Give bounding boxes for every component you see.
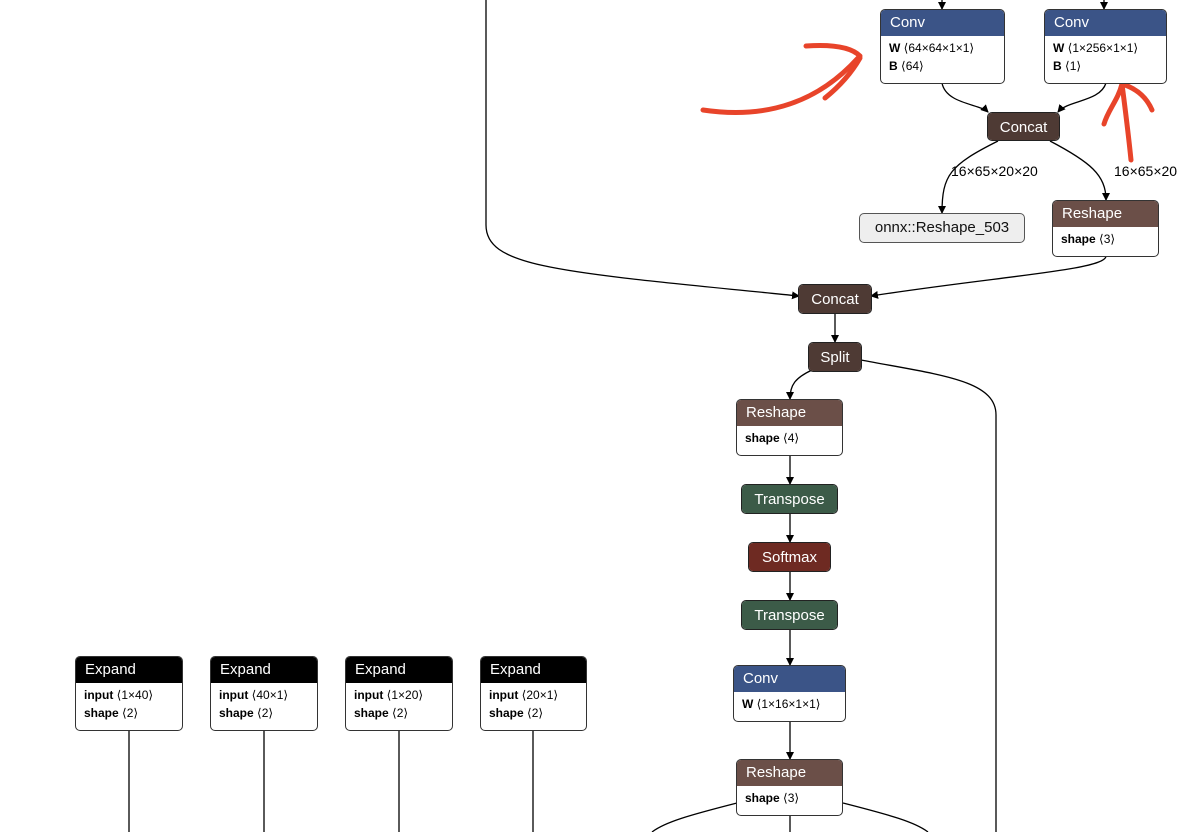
expand-node-4-attr-input: input (489, 688, 519, 702)
conv-node-1[interactable]: Conv W ⟨64×64×1×1⟩ B ⟨64⟩ (880, 9, 1005, 84)
output-node-reshape-503[interactable]: onnx::Reshape_503 (859, 213, 1025, 243)
reshape-node-3[interactable]: Reshape shape ⟨3⟩ (736, 759, 843, 816)
annotation-arc-tail (1119, 81, 1155, 113)
edge-split-right (860, 359, 997, 832)
reshape-node-2-attr-shape: shape (745, 431, 780, 445)
edge-label-concat-reshape: 16×65×20 (1114, 163, 1178, 179)
reshape-node-1-attr-shape: shape (1061, 232, 1096, 246)
edge-reshape1-concat2 (870, 255, 1107, 299)
reshape-node-2-value-shape: ⟨4⟩ (783, 431, 800, 445)
reshape-node-1[interactable]: Reshape shape ⟨3⟩ (1052, 200, 1159, 257)
conv-node-2-value-w: ⟨1×256×1×1⟩ (1067, 41, 1139, 55)
conv-node-3-attr-w: W (742, 697, 754, 711)
concat-node-2-title: Concat (799, 285, 871, 313)
conv-node-1-value-b: ⟨64⟩ (901, 59, 924, 73)
annotation-arrow-head-bottom (822, 55, 863, 101)
expand-node-1[interactable]: Expand input ⟨1×40⟩ shape ⟨2⟩ (75, 656, 183, 731)
softmax-node[interactable]: Softmax (748, 542, 831, 572)
expand-node-4-value-shape: ⟨2⟩ (527, 706, 544, 720)
reshape-node-3-attr-shape: shape (745, 791, 780, 805)
expand-node-2-attr-shape: shape (219, 706, 254, 720)
expand-node-2-attr-input: input (219, 688, 249, 702)
reshape-node-2[interactable]: Reshape shape ⟨4⟩ (736, 399, 843, 456)
edge-reshape3-right (842, 802, 929, 832)
reshape-node-2-title: Reshape (737, 400, 842, 426)
expand-node-4-attr-shape: shape (489, 706, 524, 720)
edge-reshape3-left (651, 802, 738, 832)
expand-node-2-value-shape: ⟨2⟩ (257, 706, 274, 720)
annotation-arrow-shaft (700, 55, 861, 115)
edge-concat1-output (938, 140, 999, 214)
reshape-node-3-value-shape: ⟨3⟩ (783, 791, 800, 805)
expand-node-4[interactable]: Expand input ⟨20×1⟩ shape ⟨2⟩ (480, 656, 587, 731)
transpose-node-2[interactable]: Transpose (741, 600, 838, 630)
conv-node-3-title: Conv (734, 666, 845, 692)
annotation-arrow-head-top (803, 43, 863, 59)
edge-conv2-concat1 (1057, 82, 1107, 113)
transpose-node-2-title: Transpose (742, 601, 837, 629)
expand-node-3-value-shape: ⟨2⟩ (392, 706, 409, 720)
expand-node-1-value-shape: ⟨2⟩ (122, 706, 139, 720)
edge-left-concat2 (485, 0, 800, 300)
conv-node-3-value-w: ⟨1×16×1×1⟩ (756, 697, 821, 711)
expand-node-3-attr-shape: shape (354, 706, 389, 720)
expand-node-4-value-input: ⟨20×1⟩ (521, 688, 559, 702)
softmax-node-title: Softmax (749, 543, 830, 571)
expand-node-3-title: Expand (346, 657, 452, 683)
concat-node-1[interactable]: Concat (987, 112, 1060, 141)
red-annotation-marks (700, 43, 1155, 163)
reshape-node-1-value-shape: ⟨3⟩ (1099, 232, 1116, 246)
expand-node-2-value-input: ⟨40×1⟩ (251, 688, 289, 702)
split-node-title: Split (809, 343, 861, 371)
edge-split-reshape2 (786, 369, 813, 400)
expand-node-4-title: Expand (481, 657, 586, 683)
conv-node-1-attr-b: B (889, 59, 898, 73)
expand-node-2[interactable]: Expand input ⟨40×1⟩ shape ⟨2⟩ (210, 656, 318, 731)
transpose-node-1-title: Transpose (742, 485, 837, 513)
expand-node-2-title: Expand (211, 657, 317, 683)
edge-concat1-reshape1 (1049, 140, 1110, 201)
expand-node-3-attr-input: input (354, 688, 384, 702)
transpose-node-1[interactable]: Transpose (741, 484, 838, 514)
concat-node-1-title: Concat (988, 113, 1059, 140)
annotation-arc (1101, 83, 1134, 163)
reshape-node-3-title: Reshape (737, 760, 842, 786)
conv-node-2-title: Conv (1045, 10, 1166, 36)
concat-node-2[interactable]: Concat (798, 284, 872, 314)
conv-node-2-value-b: ⟨1⟩ (1065, 59, 1082, 73)
edge-label-concat-output: 16×65×20×20 (951, 163, 1038, 179)
expand-node-1-attr-input: input (84, 688, 114, 702)
reshape-node-1-title: Reshape (1053, 201, 1158, 227)
split-node[interactable]: Split (808, 342, 862, 372)
conv-node-1-attr-w: W (889, 41, 901, 55)
conv-node-1-title: Conv (881, 10, 1004, 36)
expand-node-1-attr-shape: shape (84, 706, 119, 720)
conv-node-3[interactable]: Conv W ⟨1×16×1×1⟩ (733, 665, 846, 722)
expand-node-1-value-input: ⟨1×40⟩ (116, 688, 154, 702)
expand-node-3[interactable]: Expand input ⟨1×20⟩ shape ⟨2⟩ (345, 656, 453, 731)
conv-node-2[interactable]: Conv W ⟨1×256×1×1⟩ B ⟨1⟩ (1044, 9, 1167, 84)
expand-node-1-title: Expand (76, 657, 182, 683)
edge-conv1-concat1 (941, 82, 989, 113)
conv-node-1-value-w: ⟨64×64×1×1⟩ (903, 41, 975, 55)
expand-node-3-value-input: ⟨1×20⟩ (386, 688, 424, 702)
conv-node-2-attr-w: W (1053, 41, 1065, 55)
conv-node-2-attr-b: B (1053, 59, 1062, 73)
